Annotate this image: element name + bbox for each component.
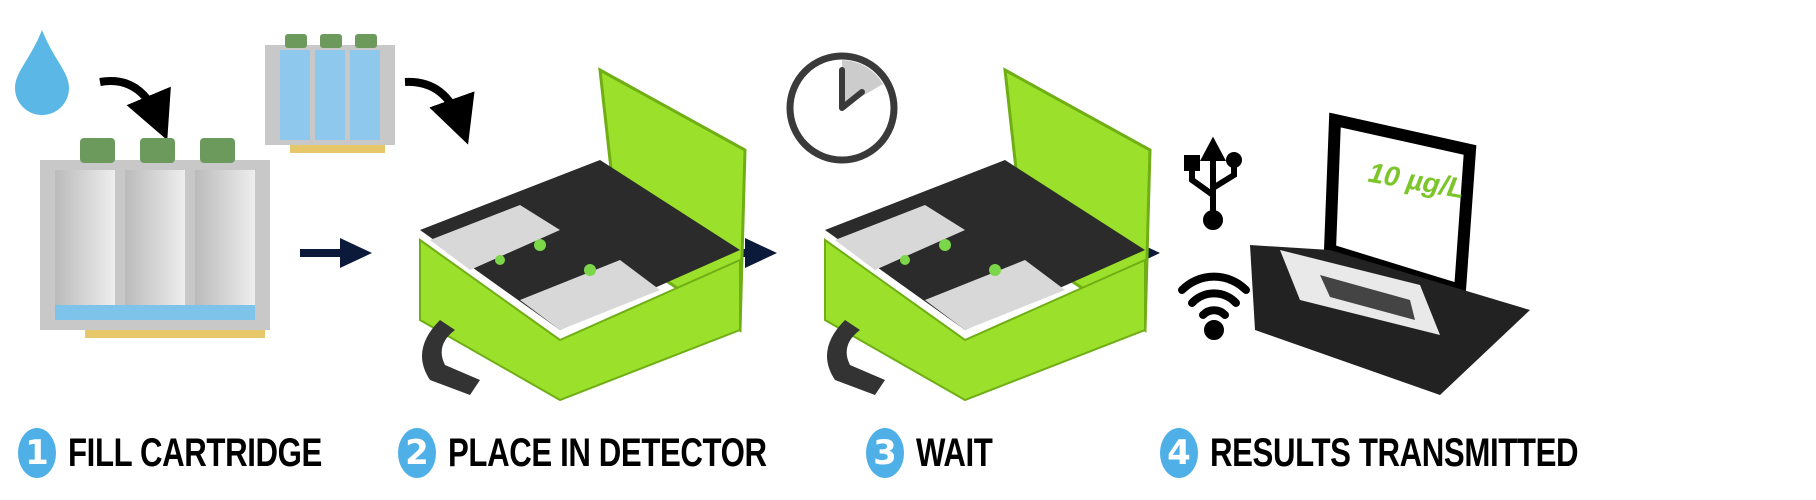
step-number-badge: 4	[1160, 428, 1198, 478]
usb-icon	[1184, 136, 1242, 230]
laptop	[1250, 112, 1530, 395]
step-label: FILL CARTRIDGE	[68, 430, 322, 475]
step-1: 1 FILL CARTRIDGE	[18, 428, 394, 478]
water-drop-icon	[15, 30, 69, 115]
cartridge-small	[265, 34, 395, 153]
step-label: RESULTS TRANSMITTED	[1210, 430, 1579, 475]
arrow-right-1	[300, 238, 372, 268]
clock-icon	[786, 52, 898, 164]
curved-arrow-2	[404, 77, 475, 145]
step-number-badge: 1	[18, 428, 56, 478]
step-2: 2 PLACE IN DETECTOR	[398, 428, 857, 478]
step-label: PLACE IN DETECTOR	[448, 430, 767, 475]
cartridge-large	[40, 138, 270, 338]
curved-arrow-1	[99, 77, 171, 141]
step-number-badge: 3	[866, 428, 904, 478]
step-3: 3 WAIT	[866, 428, 1014, 478]
step-4: 4 RESULTS TRANSMITTED	[1160, 428, 1682, 478]
step-number-badge: 2	[398, 428, 436, 478]
detector-case	[419, 67, 747, 402]
step-label: WAIT	[916, 430, 993, 475]
wifi-icon	[1178, 272, 1250, 340]
